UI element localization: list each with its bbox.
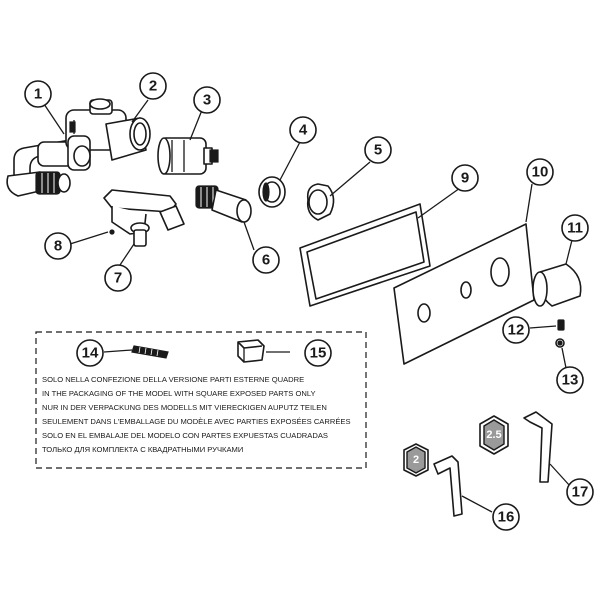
note-line-de: NUR IN DER VERPACKUNG DES MODELLS MIT VI… (42, 403, 327, 412)
callout-2: 2 (139, 72, 167, 100)
callout-8: 8 (44, 232, 72, 260)
callout-10: 10 (526, 158, 554, 186)
part-shower-bracket (103, 189, 185, 247)
callout-14: 14 (76, 339, 104, 367)
hex-label-small: 2 (413, 454, 419, 466)
svg-text:1: 1 (34, 86, 42, 103)
part-small-nut (555, 338, 565, 348)
callout-4: 4 (289, 116, 317, 144)
note-line-it: SOLO NELLA CONFEZIONE DELLA VERSIONE PAR… (42, 375, 304, 384)
part-hex-key-small (433, 455, 463, 517)
callout-7: 7 (104, 264, 132, 292)
note-line-ru: ТОЛЬКО ДЛЯ КОМПЛЕКТА С КВАДРАТНЫМИ РУЧКА… (42, 445, 243, 454)
hex-badge-large: 2.5 (479, 415, 509, 455)
note-dashed-box (35, 331, 367, 469)
leader-lines (43, 99, 573, 513)
callout-13: 13 (556, 366, 584, 394)
callout-17: 17 (566, 478, 594, 506)
callout-1: 1 (24, 80, 52, 108)
callout-3: 3 (193, 86, 221, 114)
callout-12: 12 (502, 316, 530, 344)
svg-text:9: 9 (461, 170, 469, 187)
part-grub-screw (557, 319, 565, 331)
svg-text:16: 16 (498, 509, 515, 526)
callout-15: 15 (304, 339, 332, 367)
part-cover-plate (393, 223, 535, 365)
part-nut (306, 183, 335, 221)
part-square-cap (237, 339, 265, 363)
svg-text:13: 13 (562, 372, 579, 389)
svg-text:3: 3 (203, 92, 211, 109)
svg-text:4: 4 (299, 122, 308, 139)
svg-text:8: 8 (54, 238, 62, 255)
callout-5: 5 (364, 136, 392, 164)
svg-text:6: 6 (262, 252, 270, 269)
svg-text:2: 2 (149, 78, 157, 95)
part-ring (258, 176, 286, 208)
part-hex-key-large (523, 411, 553, 483)
callout-6: 6 (252, 246, 280, 274)
callout-9: 9 (451, 164, 479, 192)
part-gasket-frame (299, 203, 431, 307)
svg-text:15: 15 (310, 345, 327, 362)
note-line-fr: SEULEMENT DANS L'EMBALLAGE DU MODÈLE AVE… (42, 417, 351, 426)
svg-text:17: 17 (572, 484, 589, 501)
callout-11: 11 (561, 214, 589, 242)
callout-16: 16 (492, 503, 520, 531)
part-valve-sleeve (105, 117, 151, 161)
svg-text:14: 14 (82, 345, 99, 362)
svg-text:12: 12 (508, 322, 525, 339)
svg-text:11: 11 (567, 220, 583, 237)
note-line-es: SOLO EN EL EMBALAJE DEL MODELO CON PARTE… (42, 431, 328, 440)
svg-text:5: 5 (374, 142, 382, 159)
hex-label-large: 2.5 (486, 429, 501, 441)
part-handle (532, 263, 582, 307)
note-text: SOLO NELLA CONFEZIONE DELLA VERSIONE PAR… (42, 375, 351, 454)
part-diverter-spindle (195, 185, 252, 223)
part-cartridge (157, 137, 219, 175)
part-screw (131, 345, 169, 359)
hex-badge-small: 2 (403, 443, 429, 477)
svg-text:10: 10 (532, 164, 549, 181)
part-inlet-fitting (6, 171, 71, 197)
note-line-en: IN THE PACKAGING OF THE MODEL WITH SQUAR… (42, 389, 316, 398)
svg-text:7: 7 (114, 270, 122, 287)
